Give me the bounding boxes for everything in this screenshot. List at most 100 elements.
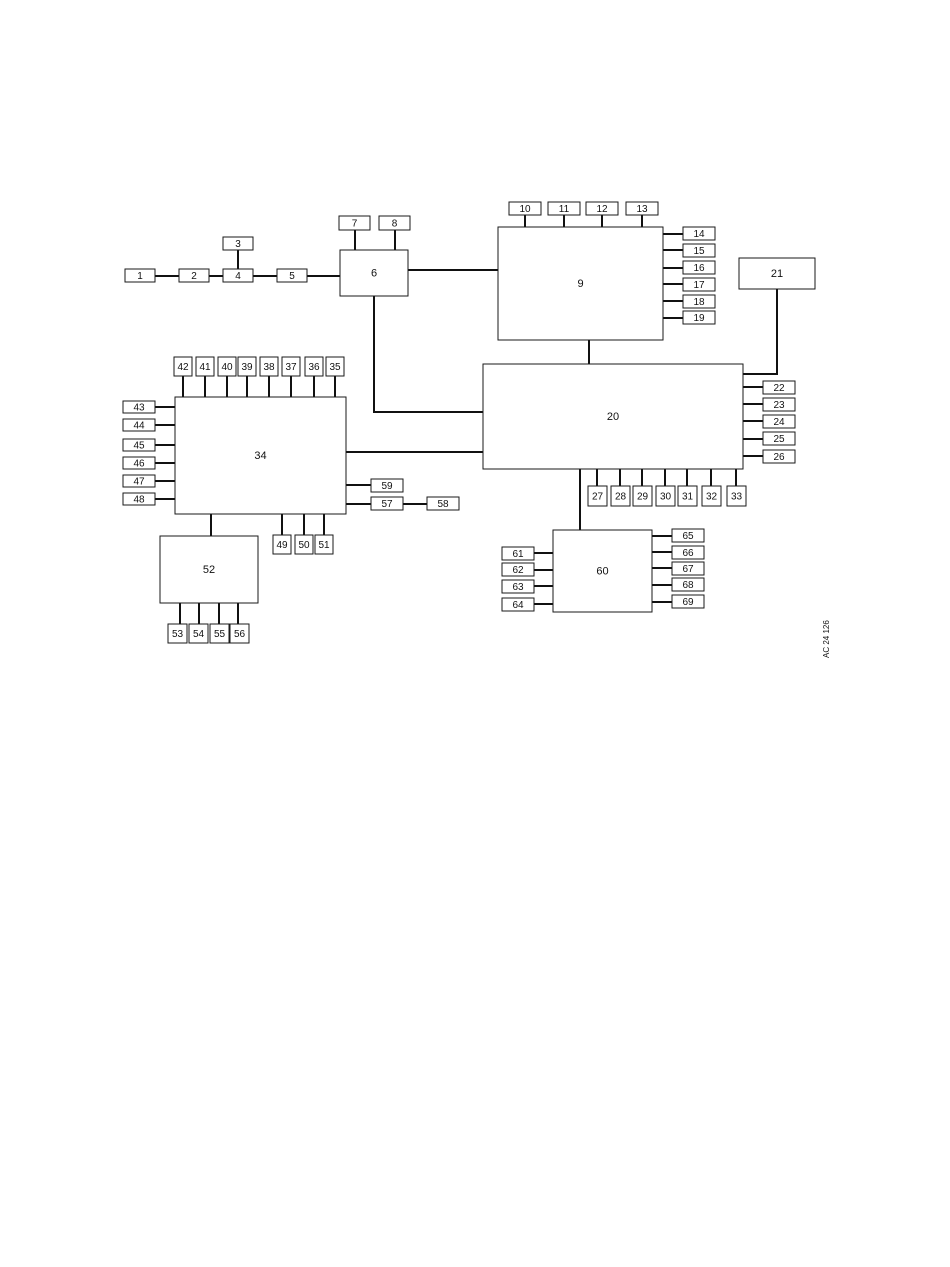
block-label: 29 <box>637 492 649 503</box>
block-19: 19 <box>683 311 715 324</box>
block-12: 12 <box>586 202 618 215</box>
block-label: 25 <box>773 434 785 445</box>
block-label: 62 <box>512 565 524 576</box>
block-label: 64 <box>512 600 524 611</box>
block-5: 5 <box>277 269 307 282</box>
block-35: 35 <box>326 357 344 376</box>
block-label: 54 <box>193 629 205 640</box>
block-43: 43 <box>123 401 155 414</box>
block-6: 6 <box>340 250 408 296</box>
block-label: 38 <box>263 362 275 373</box>
block-label: 56 <box>234 629 246 640</box>
block-label: 22 <box>773 383 785 394</box>
connector-line <box>374 296 483 412</box>
block-25: 25 <box>763 432 795 445</box>
block-61: 61 <box>502 547 534 560</box>
block-65: 65 <box>672 529 704 542</box>
block-54: 54 <box>189 624 208 643</box>
block-33: 33 <box>727 486 746 506</box>
block-label: 2 <box>191 271 197 282</box>
block-11: 11 <box>548 202 580 215</box>
block-label: 61 <box>512 549 524 560</box>
block-27: 27 <box>588 486 607 506</box>
block-15: 15 <box>683 244 715 257</box>
block-label: 52 <box>203 564 215 576</box>
block-label: 44 <box>133 421 145 432</box>
block-22: 22 <box>763 381 795 394</box>
block-label: 10 <box>519 204 531 215</box>
block-label: 67 <box>682 564 694 575</box>
block-label: 66 <box>682 548 694 559</box>
block-label: 35 <box>329 362 341 373</box>
block-45: 45 <box>123 439 155 452</box>
block-66: 66 <box>672 546 704 559</box>
block-label: 32 <box>706 492 718 503</box>
block-49: 49 <box>273 535 291 554</box>
block-label: 20 <box>607 411 619 423</box>
block-label: 6 <box>371 268 377 280</box>
block-2: 2 <box>179 269 209 282</box>
block-label: 18 <box>693 297 705 308</box>
block-55: 55 <box>210 624 229 643</box>
block-36: 36 <box>305 357 323 376</box>
block-63: 63 <box>502 580 534 593</box>
block-4: 4 <box>223 269 253 282</box>
block-label: 33 <box>731 492 743 503</box>
block-57: 57 <box>371 497 403 510</box>
block-58: 58 <box>427 497 459 510</box>
block-label: 63 <box>512 582 524 593</box>
block-41: 41 <box>196 357 214 376</box>
block-label: 49 <box>276 540 288 551</box>
block-label: 41 <box>199 362 211 373</box>
block-8: 8 <box>379 216 410 230</box>
block-label: 27 <box>592 492 604 503</box>
block-label: 50 <box>298 540 310 551</box>
block-17: 17 <box>683 278 715 291</box>
block-label: 39 <box>241 362 253 373</box>
block-label: 5 <box>289 271 295 282</box>
block-label: 40 <box>221 362 233 373</box>
block-label: 43 <box>133 403 145 414</box>
block-label: 31 <box>682 492 694 503</box>
block-label: 8 <box>392 219 398 230</box>
block-label: 47 <box>133 477 145 488</box>
block-label: 11 <box>559 204 570 215</box>
block-label: 28 <box>615 492 627 503</box>
block-label: 3 <box>235 239 241 250</box>
block-label: 42 <box>177 362 189 373</box>
block-39: 39 <box>238 357 256 376</box>
block-56: 56 <box>230 624 249 643</box>
block-40: 40 <box>218 357 236 376</box>
block-label: 1 <box>137 271 143 282</box>
block-31: 31 <box>678 486 697 506</box>
block-59: 59 <box>371 479 403 492</box>
block-32: 32 <box>702 486 721 506</box>
block-label: 37 <box>285 362 297 373</box>
block-label: 53 <box>172 629 184 640</box>
connector-line <box>743 289 777 374</box>
block-label: 7 <box>352 219 358 230</box>
block-67: 67 <box>672 562 704 575</box>
block-9: 9 <box>498 227 663 340</box>
block-47: 47 <box>123 475 155 488</box>
block-label: 68 <box>682 580 694 591</box>
block-16: 16 <box>683 261 715 274</box>
block-37: 37 <box>282 357 300 376</box>
block-38: 38 <box>260 357 278 376</box>
block-30: 30 <box>656 486 675 506</box>
block-label: 19 <box>693 313 705 324</box>
block-label: 55 <box>214 629 226 640</box>
block-53: 53 <box>168 624 187 643</box>
block-label: 9 <box>577 278 583 290</box>
block-10: 10 <box>509 202 541 215</box>
block-label: 21 <box>771 268 783 280</box>
block-18: 18 <box>683 295 715 308</box>
block-13: 13 <box>626 202 658 215</box>
block-60: 60 <box>553 530 652 612</box>
block-label: 45 <box>133 441 145 452</box>
block-3: 3 <box>223 237 253 250</box>
block-label: 14 <box>693 229 705 240</box>
block-29: 29 <box>633 486 652 506</box>
block-label: 17 <box>693 280 705 291</box>
